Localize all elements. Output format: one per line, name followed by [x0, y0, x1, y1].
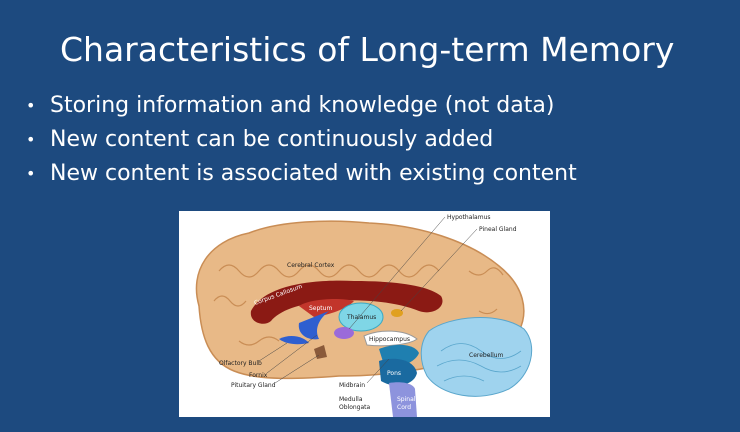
bullet-item: • New content is associated with existin… [26, 158, 577, 192]
septum-shape [299, 298, 354, 317]
label-midbrain: Midbrain [339, 382, 365, 389]
cerebellum-shape [420, 316, 533, 397]
hypothalamus-shape [334, 327, 354, 339]
label-fornix: Fornix [249, 372, 268, 379]
pituitary-gland-shape [314, 345, 327, 359]
leader-lines [258, 216, 478, 384]
olfactory-bulb-shape [279, 336, 309, 345]
brain-illustration: Hypothalamus Pineal Gland Cerebral Corte… [195, 214, 533, 417]
label-cord: Cord [397, 404, 411, 411]
label-medulla: Medulla [339, 396, 363, 403]
hippocampus-shape [363, 330, 418, 347]
bullet-text: New content can be continuously added [50, 127, 494, 152]
label-cerebellum: Cerebellum [469, 352, 504, 359]
fornix-shape [298, 311, 329, 340]
label-cerebral-cortex: Cerebral Cortex [287, 262, 335, 269]
bullet-list: • Storing information and knowledge (not… [26, 90, 577, 192]
bullet-text: New content is associated with existing … [50, 161, 577, 186]
spinal-cord-shape [389, 382, 417, 417]
label-spinal: Spinal [397, 396, 416, 403]
pineal-gland-shape [391, 309, 403, 317]
label-oblongata: Oblongata [339, 404, 371, 411]
cortex-folds [213, 264, 504, 346]
corpus-callosum-shape [250, 280, 443, 324]
label-hippocampus: Hippocampus [369, 336, 410, 343]
thalamus-shape [338, 302, 384, 332]
label-pons: Pons [387, 370, 401, 377]
cerebellum-folds [436, 343, 522, 382]
bullet-dot-icon: • [26, 164, 36, 183]
brain-diagram: Hypothalamus Pineal Gland Cerebral Corte… [179, 211, 550, 417]
label-hypothalamus: Hypothalamus [447, 214, 491, 221]
label-thalamus: Thalamus [346, 314, 376, 321]
label-pituitary-gland: Pituitary Gland [231, 382, 276, 389]
pons-shape [379, 358, 417, 386]
label-septum: Septum [309, 305, 332, 312]
bullet-dot-icon: • [26, 96, 36, 115]
slide-title: Characteristics of Long-term Memory [60, 30, 675, 69]
label-olfactory-bulb: Olfactory Bulb [219, 360, 262, 367]
bullet-text: Storing information and knowledge (not d… [50, 93, 555, 118]
bullet-item: • Storing information and knowledge (not… [26, 90, 577, 124]
label-pineal-gland: Pineal Gland [479, 226, 517, 233]
bullet-item: • New content can be continuously added [26, 124, 577, 158]
bullet-dot-icon: • [26, 130, 36, 149]
